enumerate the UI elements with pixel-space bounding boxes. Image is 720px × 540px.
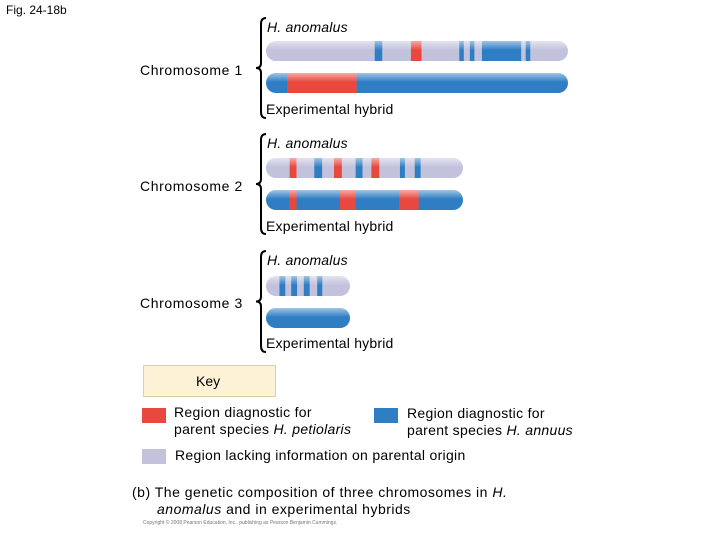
petiolaris-swatch (142, 408, 166, 423)
lacking-swatch (142, 449, 166, 464)
figure-caption: (b) The genetic composition of three chr… (132, 484, 507, 518)
petiolaris-key-text: Region diagnostic for parent species H. … (174, 404, 351, 438)
caption-suffix: and in experimental hybrids (221, 501, 411, 517)
chromosome-shading (266, 276, 350, 296)
annuus-key-line1: Region diagnostic for (407, 405, 545, 421)
annuus-key-text: Region diagnostic for parent species H. … (407, 405, 573, 439)
chromosome-shading (266, 41, 568, 61)
chromosome-2-anomalus (266, 158, 463, 178)
chromosome-shading (266, 308, 350, 328)
chromosome-2-top-label: H. anomalus (267, 135, 348, 151)
chromosome-1-label: Chromosome 1 (140, 62, 243, 78)
petiolaris-key-line1: Region diagnostic for (174, 404, 312, 420)
chromosome-3-hybrid (266, 308, 350, 328)
brace-chromosome-1 (255, 17, 267, 119)
annuus-key-line2-text: parent species (407, 422, 507, 438)
petiolaris-key-line2-text: parent species (174, 421, 274, 437)
chromosome-3-anomalus (266, 276, 350, 296)
chromosome-3-label: Chromosome 3 (140, 295, 243, 311)
chromosome-3-top-label: H. anomalus (267, 252, 348, 268)
brace-chromosome-3 (255, 250, 267, 353)
caption-species-genus: H. (492, 484, 508, 500)
figure-label: Fig. 24-18b (6, 3, 67, 17)
copyright-notice: Copyright © 2008 Pearson Education, Inc.… (143, 520, 338, 526)
caption-prefix: (b) The genetic composition of three chr… (132, 484, 493, 500)
annuus-species: H. annuus (506, 422, 573, 438)
chromosome-3-bottom-label: Experimental hybrid (266, 335, 394, 351)
chromosome-shading (266, 73, 568, 93)
key-box (143, 365, 276, 397)
chromosome-1-anomalus (266, 41, 568, 61)
petiolaris-species: H. petiolaris (273, 421, 352, 437)
chromosome-1-top-label: H. anomalus (267, 19, 348, 35)
petiolaris-key-line2: parent species H. petiolaris (174, 421, 351, 438)
caption-species-epithet: anomalus (157, 501, 222, 517)
chromosome-1-bottom-label: Experimental hybrid (266, 101, 394, 117)
key-title: Key (196, 373, 221, 389)
chromosome-2-bottom-label: Experimental hybrid (266, 218, 394, 234)
brace-chromosome-2 (255, 133, 267, 235)
caption-line1: (b) The genetic composition of three chr… (132, 484, 507, 501)
chromosome-shading (266, 158, 463, 178)
annuus-swatch (374, 408, 398, 423)
chromosome-2-label: Chromosome 2 (140, 178, 243, 194)
caption-line2: anomalus and in experimental hybrids (132, 501, 507, 518)
chromosome-1-hybrid (266, 73, 568, 93)
chromosome-2-hybrid (266, 190, 463, 210)
annuus-key-line2: parent species H. annuus (407, 422, 573, 439)
chromosome-shading (266, 190, 463, 210)
lacking-key-text: Region lacking information on parental o… (175, 447, 466, 463)
